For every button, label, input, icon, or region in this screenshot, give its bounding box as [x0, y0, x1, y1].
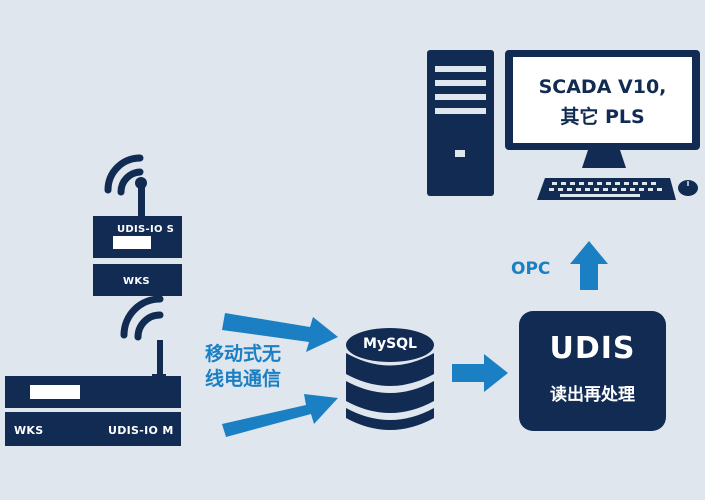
udis-title: UDIS	[549, 331, 636, 366]
udis-io-m-bottom	[5, 412, 181, 446]
monitor-icon	[505, 50, 700, 168]
udis-io-s-brand-label: WKS	[123, 276, 150, 287]
wireless-arrow-upper	[222, 313, 338, 352]
wifi-icon-large	[120, 295, 164, 341]
mysql-label: MySQL	[363, 336, 417, 352]
monitor-screen-text: SCADA V10, 其它 PLS	[513, 72, 692, 132]
computer-tower-icon	[427, 50, 494, 196]
wireless-arrow-lower	[222, 394, 338, 437]
opc-label: OPC	[511, 259, 551, 279]
mouse-icon	[678, 180, 698, 196]
udis-io-s-bottom	[93, 264, 182, 296]
monitor-text-line-2: 其它 PLS	[560, 106, 645, 128]
udis-subtitle: 读出再处理	[550, 385, 635, 405]
wireless-label-line-1: 移动式无	[205, 343, 282, 365]
monitor-text-line-1: SCADA V10,	[538, 76, 667, 98]
wifi-icon-small	[104, 154, 144, 196]
wireless-label-line-2: 线电通信	[205, 368, 282, 390]
mysql-database-icon	[346, 328, 434, 430]
wireless-communication-label: 移动式无 线电通信	[205, 342, 281, 392]
udis-processing-box: UDIS 读出再处理	[519, 311, 666, 431]
udis-io-s-model-label: UDIS-IO S	[117, 224, 175, 235]
udis-io-m-model-label: UDIS-IO M	[108, 424, 174, 437]
udis-io-m-brand-label: WKS	[14, 424, 44, 437]
keyboard-icon	[537, 178, 676, 200]
arrow-udis-to-scada	[570, 241, 608, 290]
arrow-db-to-udis	[452, 354, 508, 392]
